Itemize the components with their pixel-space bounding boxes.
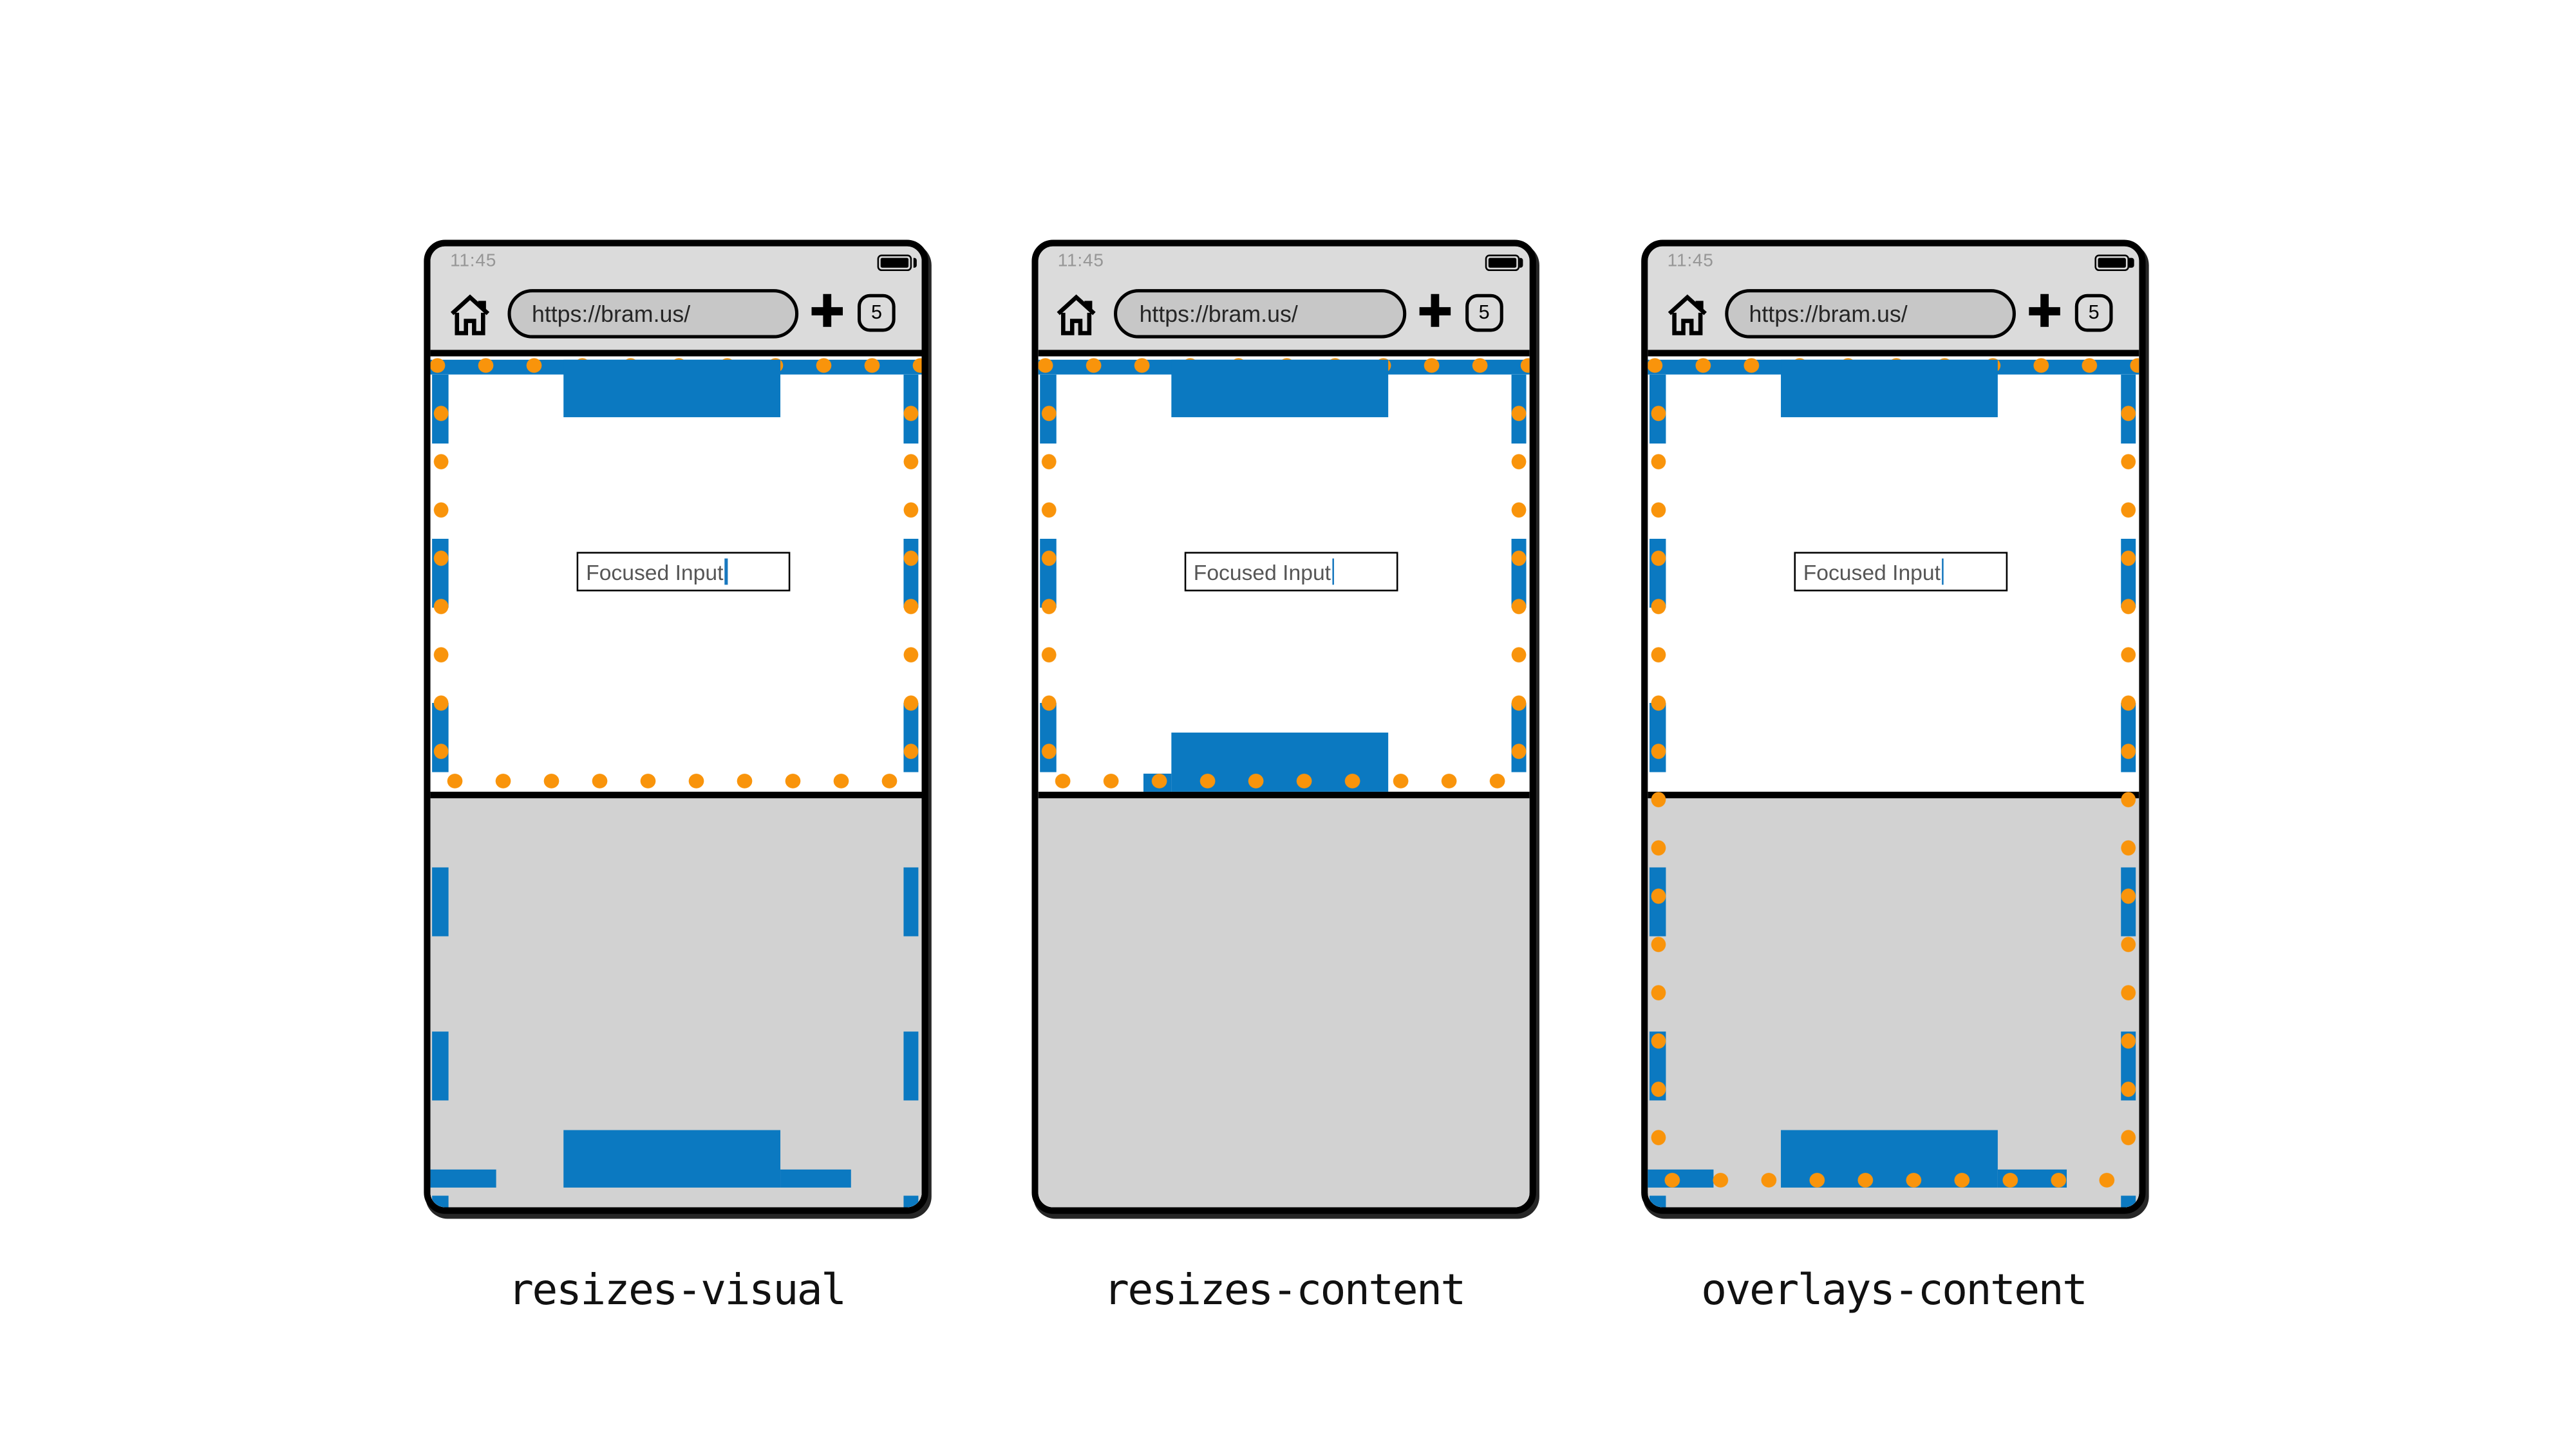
status-clock: 11:45 [450,251,497,271]
tab-counter-button[interactable]: 5 [1465,294,1504,332]
url-bar[interactable]: https://bram.us/ [507,288,799,339]
page-border-bottom-segment [780,1170,851,1188]
status-clock: 11:45 [1667,251,1714,271]
panel-resizes-visual: 11:45 https://bram.us/ 5 [424,239,929,1315]
url-text: https://bram.us/ [531,301,691,327]
phone-mockup: 11:45 https://bram.us/ 5 [424,239,929,1213]
visual-viewport-dots-left [1650,389,1666,1158]
visual-viewport-dots-right [2121,389,2137,1158]
page-viewport: Focused Input [1648,357,2139,1207]
new-tab-button[interactable] [812,294,843,328]
input-value: Focused Input [1803,559,1941,584]
visual-viewport-dots-right [904,389,920,762]
home-icon[interactable] [448,293,491,337]
panel-caption: resizes-visual [508,1266,847,1315]
text-caret [1331,559,1335,586]
home-icon[interactable] [1055,293,1098,337]
url-bar[interactable]: https://bram.us/ [1724,288,2016,339]
battery-icon [1484,254,1524,272]
tab-counter-button[interactable]: 5 [857,294,896,332]
visual-viewport-dots-left [433,389,449,762]
page-header-block [1780,360,1998,418]
new-tab-button[interactable] [2029,294,2061,328]
virtual-keyboard [1038,798,1530,1207]
text-caret [1941,559,1944,586]
phone-mockup: 11:45 https://bram.us/ 5 [1641,239,2146,1213]
keyboard-top-edge [1038,791,1530,798]
browser-chrome: 11:45 https://bram.us/ 5 [1648,245,2139,357]
phone-mockup: 11:45 https://bram.us/ 5 [1031,239,1537,1213]
input-value: Focused Input [1193,559,1331,584]
focused-input[interactable]: Focused Input [577,552,791,592]
visual-viewport-dots-left [1040,389,1057,762]
visual-viewport-dots-bottom [1038,774,1530,790]
input-value: Focused Input [586,559,724,584]
visual-viewport-dots-right [1512,389,1528,762]
visual-viewport-dots-bottom [431,774,923,790]
url-text: https://bram.us/ [1139,301,1298,327]
page-header-block [563,360,781,418]
panel-overlays-content: 11:45 https://bram.us/ 5 [1641,239,2146,1315]
tab-counter-button[interactable]: 5 [2074,294,2114,332]
page-border-bottom-segment [431,1170,497,1188]
browser-chrome: 11:45 https://bram.us/ 5 [431,245,923,357]
url-bar[interactable]: https://bram.us/ [1114,288,1406,339]
battery-icon [2094,254,2134,272]
status-clock: 11:45 [1057,251,1104,271]
new-tab-button[interactable] [1419,294,1451,328]
focused-input[interactable]: Focused Input [1184,552,1398,592]
panel-resizes-content: 11:45 https://bram.us/ 5 [1031,239,1537,1315]
home-icon[interactable] [1665,293,1708,337]
browser-chrome: 11:45 https://bram.us/ 5 [1038,245,1530,357]
text-caret [724,559,728,586]
page-viewport: Focused Input [1038,357,1530,1207]
panel-caption: resizes-content [1103,1266,1466,1315]
visual-viewport-dots-bottom [1648,1173,2139,1189]
page-footer-block [563,1130,781,1188]
page-viewport: Focused Input [431,357,923,1207]
url-text: https://bram.us/ [1749,301,1908,327]
keyboard-top-edge [431,791,923,798]
page-header-block [1170,360,1388,418]
focused-input[interactable]: Focused Input [1794,552,2008,592]
panel-caption: overlays-content [1701,1266,2088,1315]
keyboard-top-edge [1648,791,2139,798]
battery-icon [877,254,917,272]
